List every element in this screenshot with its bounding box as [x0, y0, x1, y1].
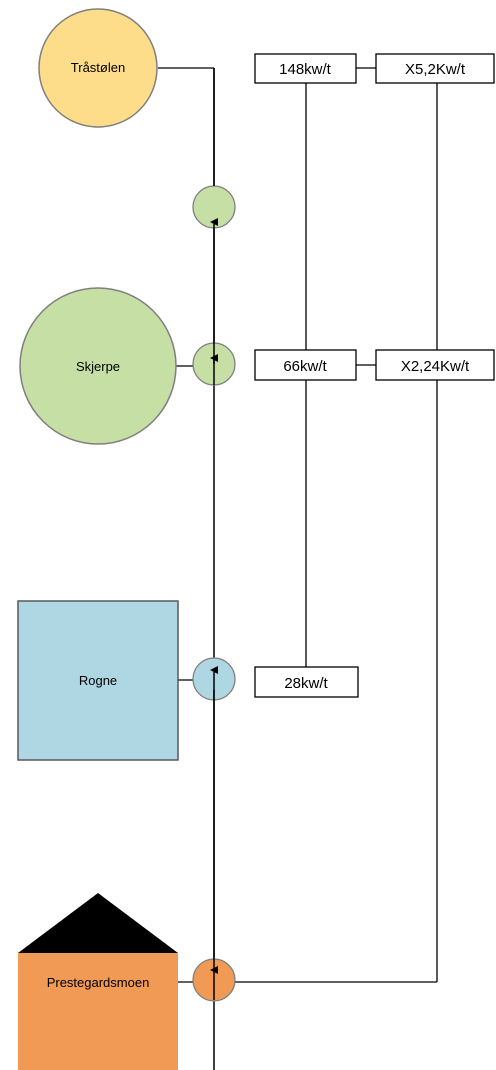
node-skjerpe: Skjerpe: [19, 287, 177, 445]
box-x52-label: X5,2Kw/t: [405, 61, 466, 78]
box-66-label: 66kw/t: [283, 358, 327, 375]
box-x224-label: X2,24Kw/t: [401, 358, 470, 375]
trastolen-label: Tråstølen: [71, 60, 125, 75]
box-148: 148kw/t: [254, 53, 357, 84]
trastolen-circle: [38, 8, 158, 128]
prestegardsmoen-label: Prestegardsmoen: [47, 975, 150, 990]
junction-green-upper: [192, 185, 236, 229]
prestegardsmoen-roof: [18, 893, 178, 953]
box-28-label: 28kw/t: [284, 675, 328, 692]
rogne-label: Rogne: [79, 673, 117, 688]
node-rogne: Rogne: [17, 600, 179, 761]
box-x224-frame: [375, 349, 495, 381]
skjerpe-label: Skjerpe: [76, 359, 120, 374]
box-148-frame: [254, 53, 357, 84]
rogne-square: [17, 600, 179, 761]
box-148-label: 148kw/t: [279, 61, 332, 78]
prestegardsmoen-body: [18, 953, 178, 1070]
box-28-frame: [254, 666, 359, 698]
node-trastolen: Tråstølen: [38, 8, 158, 128]
box-66-frame: [254, 349, 357, 381]
box-28: 28kw/t: [254, 666, 359, 698]
box-66: 66kw/t: [254, 349, 357, 381]
box-x52: X5,2Kw/t: [375, 53, 495, 84]
skjerpe-circle: [19, 287, 177, 445]
node-prestegardsmoen: Prestegardsmoen: [18, 893, 178, 1070]
box-x224: X2,24Kw/t: [375, 349, 495, 381]
box-x52-frame: [375, 53, 495, 84]
